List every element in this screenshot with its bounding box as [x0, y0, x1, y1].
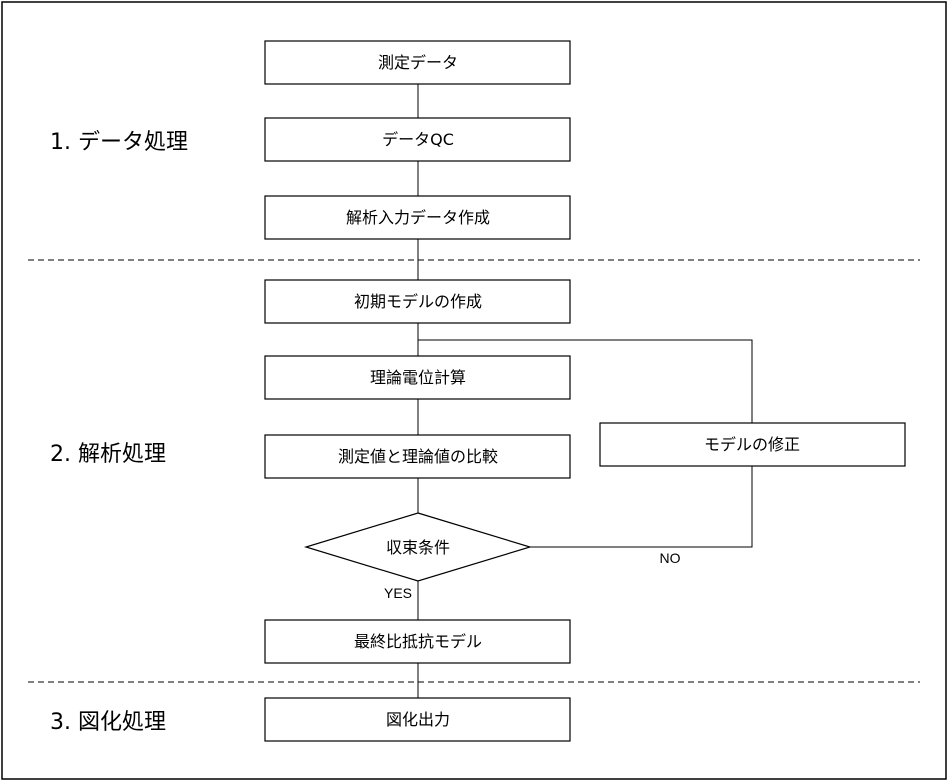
label-yes: YES: [384, 585, 412, 601]
box-input-data: [264, 195, 571, 240]
connectors: [417, 84, 753, 698]
label-model-fix: モデルの修正: [704, 435, 800, 454]
box-compare: [264, 434, 571, 479]
box-final-model: [264, 619, 571, 664]
label-initial-model: 初期モデルの作成: [354, 292, 482, 311]
phase-label-2: 2. 解析処理: [50, 442, 166, 467]
box-output: [264, 697, 571, 742]
label-no: NO: [660, 550, 681, 566]
box-theory-calc: [264, 355, 571, 400]
connector-fix-loop: [418, 339, 753, 423]
phase-label-3: 3. 図化処理: [50, 710, 166, 735]
label-data-qc: データQC: [382, 130, 454, 149]
box-measure-data: [264, 40, 571, 85]
label-compare: 測定値と理論値の比較: [338, 447, 498, 466]
label-input-data: 解析入力データ作成: [346, 208, 490, 227]
box-model-fix: [599, 422, 906, 467]
label-decision: 収束条件: [386, 538, 450, 557]
label-output: 図化出力: [386, 710, 450, 729]
box-initial-model: [264, 279, 571, 324]
phase-label-1: 1. データ処理: [50, 130, 188, 155]
label-theory-calc: 理論電位計算: [370, 368, 466, 387]
decision-diamond: [303, 512, 533, 582]
box-data-qc: [264, 117, 571, 162]
label-measure-data: 測定データ: [378, 53, 458, 72]
label-final-model: 最終比抵抗モデル: [354, 632, 482, 651]
connector-decision-fix: [530, 466, 753, 548]
